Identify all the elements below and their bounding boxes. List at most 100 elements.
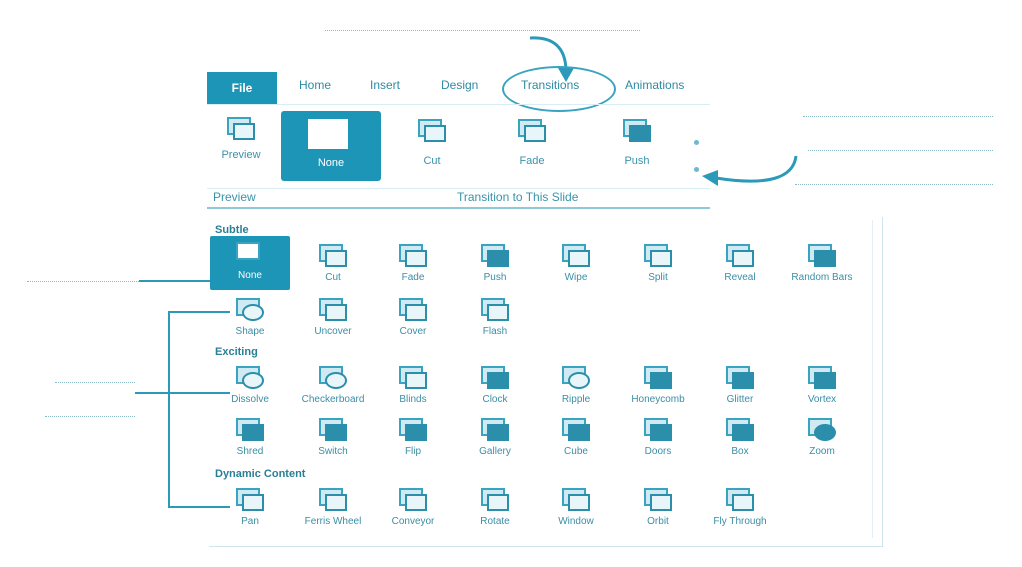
ferris-wheel-icon — [319, 488, 347, 512]
gallery-item-vortex[interactable]: Vortex — [782, 366, 862, 405]
callout-right-1 — [803, 116, 993, 118]
push-transition-button[interactable]: Push — [612, 119, 662, 167]
fly-through-icon — [726, 488, 754, 512]
gallery-item-label: Uncover — [314, 326, 352, 337]
gallery-item-zoom[interactable]: Zoom — [782, 418, 862, 457]
callout-top — [325, 30, 640, 32]
gallery-item-ferris-wheel[interactable]: Ferris Wheel — [293, 488, 373, 527]
gallery-item-push[interactable]: Push — [455, 244, 535, 283]
gallery-item-random-bars[interactable]: Random Bars — [782, 244, 862, 283]
fade-transition-icon — [518, 119, 546, 143]
tab-design[interactable]: Design — [441, 78, 479, 92]
gallery-item-label: Switch — [318, 446, 348, 457]
gallery-item-shred[interactable]: Shred — [210, 418, 290, 457]
gallery-item-gallery[interactable]: Gallery — [455, 418, 535, 457]
gallery-item-label: Blinds — [399, 394, 427, 405]
tab-insert[interactable]: Insert — [370, 78, 401, 92]
orbit-icon — [644, 488, 672, 512]
tab-file[interactable]: File — [207, 72, 277, 104]
callout-left-2 — [55, 382, 135, 384]
gallery-item-label: Flash — [482, 326, 508, 337]
fade-transition-button[interactable]: Fade — [507, 119, 557, 167]
gallery-icon — [481, 418, 509, 442]
gallery-item-ripple[interactable]: Ripple — [536, 366, 616, 405]
connector-none — [139, 280, 211, 282]
gallery-item-pan[interactable]: Pan — [210, 488, 290, 527]
gallery-item-label: Gallery — [479, 446, 511, 457]
gallery-item-dissolve[interactable]: Dissolve — [210, 366, 290, 405]
gallery-item-label: Fly Through — [713, 516, 767, 527]
gallery-item-flash[interactable]: Flash — [455, 298, 535, 337]
tab-home[interactable]: Home — [299, 78, 332, 92]
blinds-icon — [399, 366, 427, 390]
gallery-item-label: Box — [731, 446, 749, 457]
gallery-item-checkerboard[interactable]: Checkerboard — [293, 366, 373, 405]
gallery-item-honeycomb[interactable]: Honeycomb — [618, 366, 698, 405]
gallery-item-fly-through[interactable]: Fly Through — [700, 488, 780, 527]
callout-left-3 — [45, 416, 135, 418]
section-title-subtle: Subtle — [215, 224, 249, 236]
switch-icon — [319, 418, 347, 442]
uncover-icon — [319, 298, 347, 322]
cut-icon — [319, 244, 347, 268]
gallery-item-orbit[interactable]: Orbit — [618, 488, 698, 527]
honeycomb-icon — [644, 366, 672, 390]
none-transition-button[interactable]: None — [281, 111, 381, 181]
preview-button[interactable]: Preview — [213, 117, 269, 161]
gallery-item-window[interactable]: Window — [536, 488, 616, 527]
gallery-item-conveyor[interactable]: Conveyor — [373, 488, 453, 527]
gallery-item-label: Glitter — [726, 394, 754, 405]
gallery-item-wipe[interactable]: Wipe — [536, 244, 616, 283]
gallery-item-label: Honeycomb — [631, 394, 685, 405]
gallery-item-switch[interactable]: Switch — [293, 418, 373, 457]
cut-transition-button[interactable]: Cut — [407, 119, 457, 167]
gallery-item-box[interactable]: Box — [700, 418, 780, 457]
gallery-item-label: Rotate — [480, 516, 510, 527]
gallery-item-cube[interactable]: Cube — [536, 418, 616, 457]
shred-icon — [236, 418, 264, 442]
box-icon — [726, 418, 754, 442]
push-icon — [481, 244, 509, 268]
gallery-item-doors[interactable]: Doors — [618, 418, 698, 457]
gallery-item-glitter[interactable]: Glitter — [700, 366, 780, 405]
gallery-item-fade[interactable]: Fade — [373, 244, 453, 283]
preview-label: Preview — [221, 149, 261, 161]
transition-group-label: Transition to This Slide — [457, 190, 579, 204]
gallery-item-blinds[interactable]: Blinds — [373, 366, 453, 405]
tab-transitions[interactable]: Transitions — [521, 78, 580, 92]
fade-transition-label: Fade — [519, 155, 545, 167]
section-title-exciting: Exciting — [215, 346, 258, 358]
gallery-item-none[interactable]: None — [210, 236, 290, 290]
gallery-item-rotate[interactable]: Rotate — [455, 488, 535, 527]
gallery-item-label: Dissolve — [231, 394, 269, 405]
cut-transition-icon — [418, 119, 446, 143]
gallery-item-cut[interactable]: Cut — [293, 244, 373, 283]
gallery-item-reveal[interactable]: Reveal — [700, 244, 780, 283]
gallery-item-flip[interactable]: Flip — [373, 418, 453, 457]
connector-vertical — [168, 311, 170, 507]
more-transitions-dot-2[interactable] — [694, 167, 699, 172]
cut-transition-label: Cut — [423, 155, 441, 167]
push-transition-label: Push — [624, 155, 650, 167]
preview-group-label: Preview — [213, 190, 256, 204]
callout-right-3 — [795, 184, 993, 186]
gallery-item-label: Cover — [399, 326, 427, 337]
gallery-item-label: Zoom — [809, 446, 835, 457]
gallery-item-label: Ferris Wheel — [304, 516, 362, 527]
gallery-item-clock[interactable]: Clock — [455, 366, 535, 405]
gallery-item-label: Fade — [401, 272, 425, 283]
tab-animations[interactable]: Animations — [625, 78, 685, 92]
callout-right-2 — [808, 150, 993, 152]
ribbon-footer: Preview Transition to This Slide — [207, 188, 710, 209]
gallery-item-shape[interactable]: Shape — [210, 298, 290, 337]
gallery-item-split[interactable]: Split — [618, 244, 698, 283]
gallery-item-label: Clock — [482, 394, 508, 405]
gallery-scrollbar[interactable] — [872, 220, 883, 538]
more-transitions-dot[interactable] — [694, 140, 699, 145]
gallery-item-cover[interactable]: Cover — [373, 298, 453, 337]
gallery-item-label: Ripple — [561, 394, 591, 405]
arrow-to-gallery-icon — [702, 155, 798, 186]
shape-icon — [236, 298, 264, 322]
fade-icon — [399, 244, 427, 268]
gallery-item-uncover[interactable]: Uncover — [293, 298, 373, 337]
